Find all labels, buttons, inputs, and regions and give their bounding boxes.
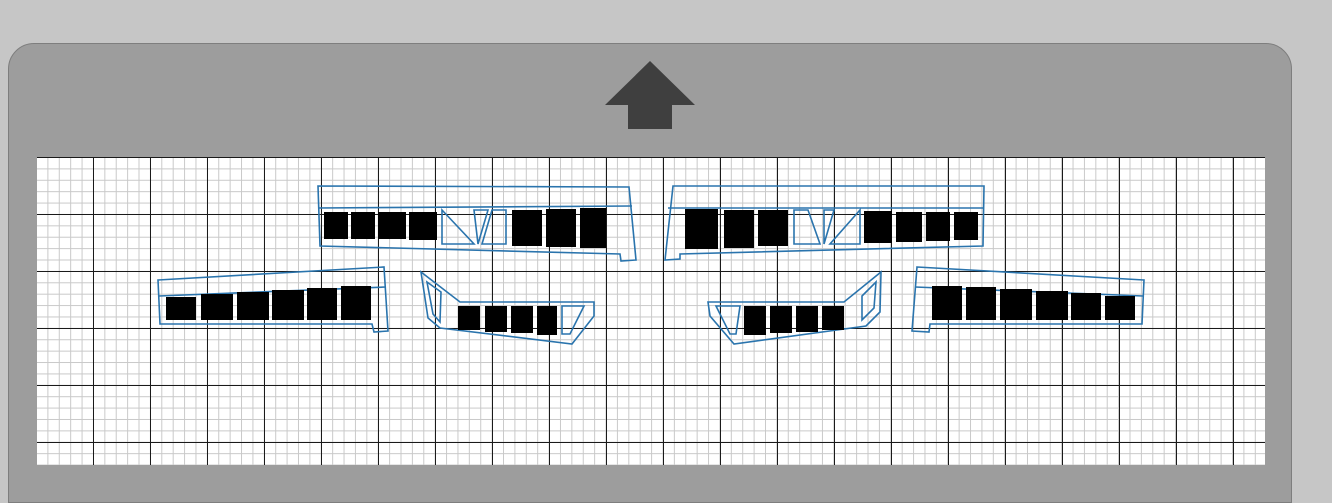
up-arrow-icon[interactable] bbox=[604, 60, 696, 130]
cutting-mat-grid[interactable] bbox=[37, 157, 1265, 465]
